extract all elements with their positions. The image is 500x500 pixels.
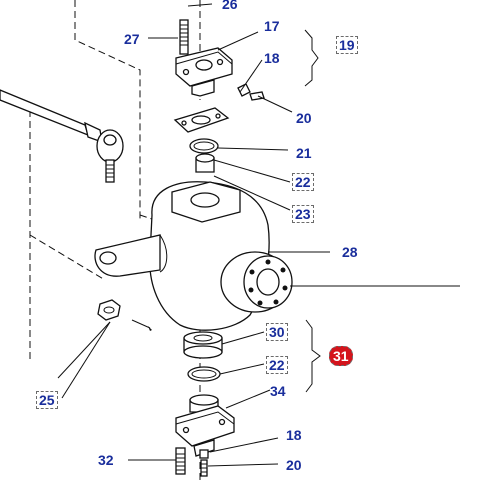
callout-20-lower[interactable]: 20 [286, 457, 302, 473]
callout-22-upper[interactable]: 22 [292, 173, 314, 191]
upper-o-ring [189, 138, 219, 154]
callout-22-lower[interactable]: 22 [266, 356, 288, 374]
callout-17[interactable]: 17 [264, 18, 280, 34]
callout-21[interactable]: 21 [296, 145, 312, 161]
callout-26[interactable]: 26 [222, 0, 238, 12]
lower-bearing [183, 331, 223, 359]
callout-23[interactable]: 23 [292, 205, 314, 223]
callout-18-lower[interactable]: 18 [286, 427, 302, 443]
leader-lines [57, 3, 460, 467]
callout-32[interactable]: 32 [98, 452, 114, 468]
callout-34[interactable]: 34 [270, 383, 286, 399]
callout-20-upper[interactable]: 20 [296, 110, 312, 126]
callout-31[interactable]: 31 [329, 346, 353, 366]
upper-bolts [237, 83, 265, 101]
upper-cap [175, 47, 233, 97]
callout-30[interactable]: 30 [266, 323, 288, 341]
tie-rod-nut [97, 299, 152, 331]
callout-27[interactable]: 27 [124, 31, 140, 47]
king-pin-stud [179, 19, 189, 55]
lower-bolts [175, 447, 209, 477]
upper-bushing [195, 153, 215, 173]
callout-19[interactable]: 19 [336, 36, 358, 54]
lower-cap [175, 394, 235, 457]
ball-joint [96, 129, 124, 183]
callout-18-upper[interactable]: 18 [264, 50, 280, 66]
tie-rod [0, 89, 103, 143]
callout-28[interactable]: 28 [342, 244, 358, 260]
hub-flange [220, 251, 293, 313]
callout-25[interactable]: 25 [36, 391, 58, 409]
lower-o-ring [187, 366, 221, 382]
shim-plate [173, 107, 230, 133]
